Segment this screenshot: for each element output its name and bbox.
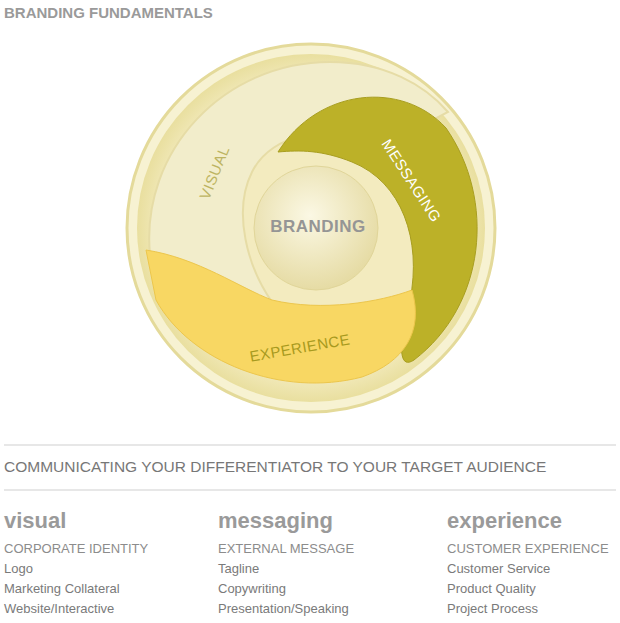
column-heading: messaging: [218, 508, 333, 533]
diagram-caption: COMMUNICATING YOUR DIFFERENTIATOR TO YOU…: [4, 458, 546, 476]
column-item: Tagline: [218, 562, 259, 577]
divider-line: [4, 445, 616, 446]
column-item: Customer Service: [447, 562, 550, 577]
column-subheading: CORPORATE IDENTITY: [4, 542, 148, 557]
column-item: Logo: [4, 562, 33, 577]
branding-center-label: BRANDING: [270, 217, 366, 237]
column-item: Marketing Collateral: [4, 582, 120, 597]
column-subheading: EXTERNAL MESSAGE: [218, 542, 354, 557]
column-heading: experience: [447, 508, 562, 533]
center-sphere: [254, 166, 378, 290]
column-subheading: CUSTOMER EXPERIENCE: [447, 542, 609, 557]
column-heading: visual: [4, 508, 66, 533]
divider-line: [4, 490, 616, 491]
column-item: Website/Interactive: [4, 602, 114, 617]
column-item: Product Quality: [447, 582, 536, 597]
column-item: Presentation/Speaking: [218, 602, 349, 617]
outer-ring: [127, 44, 495, 412]
column-item: Copywriting: [218, 582, 286, 597]
diagram-title: BRANDING FUNDAMENTALS: [4, 4, 213, 21]
inner-disc: [137, 54, 485, 402]
band-text: BRANDING: [270, 217, 366, 237]
column-item: Project Process: [447, 602, 538, 617]
